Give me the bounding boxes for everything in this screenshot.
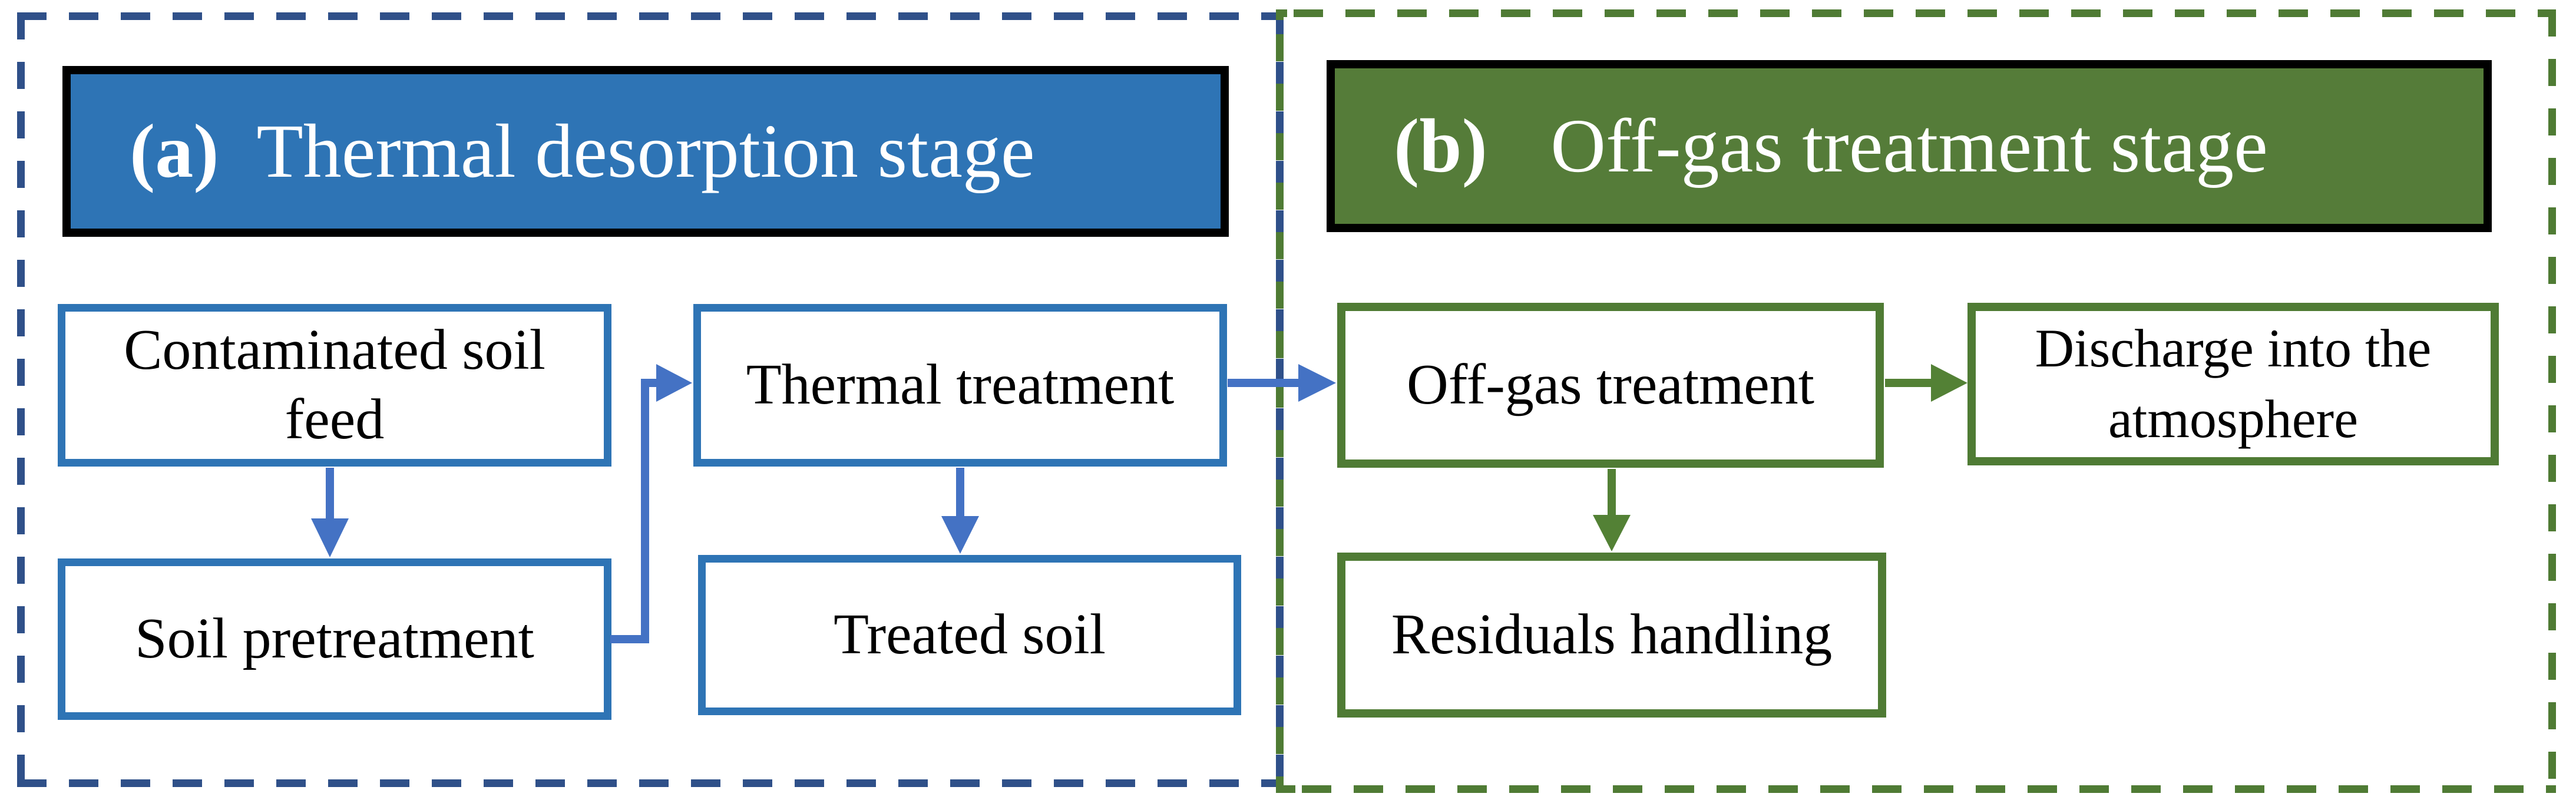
box-label-line: Thermal treatment <box>746 353 1175 417</box>
box-label-line: Soil pretreatment <box>135 607 534 671</box>
panel-a-dashed-border-bottom <box>17 779 1284 787</box>
box-discharge-into-atmosphere: Discharge into the atmosphere <box>1967 303 2499 465</box>
box-treated-soil: Treated soil <box>698 555 1241 715</box>
box-label-line: atmosphere <box>2108 389 2359 449</box>
panel-a-dashed-border-top <box>17 12 1284 20</box>
box-contaminated-soil-feed: Contaminated soil feed <box>58 304 611 467</box>
box-label-line: Residuals handling <box>1391 603 1833 667</box>
panel-b-title: Off-gas treatment stage <box>1550 104 2268 189</box>
box-label-line: Off-gas treatment <box>1406 353 1815 417</box>
panel-a-dashed-border-left <box>17 12 25 787</box>
box-thermal-treatment: Thermal treatment <box>693 304 1227 467</box>
panel-a-title: Thermal desorption stage <box>256 109 1035 194</box>
panel-a-label: (a) <box>130 109 219 194</box>
panel-off-gas-treatment <box>1276 9 2556 793</box>
panel-b-dashed-border-left <box>1276 9 1284 793</box>
panel-b-dashed-border-right <box>2548 9 2556 793</box>
panel-b-dashed-border-top <box>1276 9 2556 17</box>
panel-b-label: (b) <box>1394 104 1487 189</box>
box-label-line: Treated soil <box>834 603 1106 667</box>
box-label-line: feed <box>285 388 385 451</box>
box-soil-pretreatment: Soil pretreatment <box>58 558 611 720</box>
box-off-gas-treatment: Off-gas treatment <box>1337 303 1884 468</box>
header-thermal-desorption-stage: (a) Thermal desorption stage <box>62 66 1229 237</box>
panel-b-dashed-border-bottom <box>1276 785 2556 793</box>
box-residuals-handling: Residuals handling <box>1337 553 1886 718</box>
box-label-line: Discharge into the <box>2035 318 2432 379</box>
box-label-line: Contaminated soil <box>124 318 545 382</box>
header-off-gas-treatment-stage: (b) Off-gas treatment stage <box>1327 60 2492 232</box>
